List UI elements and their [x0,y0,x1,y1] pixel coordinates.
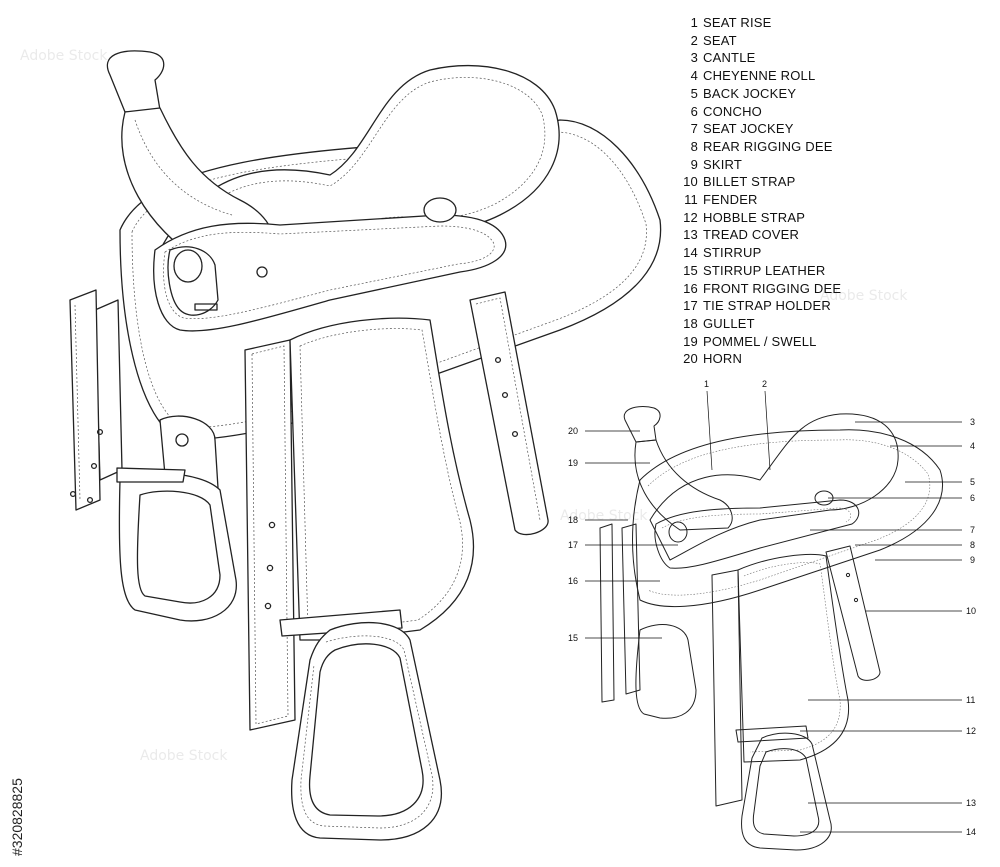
legend-item: 19 POMMEL / SWELL [682,333,841,351]
legend-item: 4 CHEYENNE ROLL [682,67,841,85]
legend-number: 9 [690,156,698,172]
legend-label: STIRRUP LEATHER [703,262,826,278]
callout-1: 1 [704,379,709,389]
legend-item: 11 FENDER [682,191,841,209]
legend-number: 18 [683,315,698,331]
legend-number: 4 [690,68,698,84]
legend-item: 12 HOBBLE STRAP [682,209,841,227]
legend-label: BILLET STRAP [703,174,796,190]
watermark-text: Adobe Stock [140,748,228,764]
legend-number: 3 [690,50,698,66]
parts-legend: 1 SEAT RISE 2 SEAT 3 CANTLE 4 CHEYENNE ROLL 5 BAC… [682,14,841,368]
legend-item: 9 SKIRT [682,156,841,174]
legend-label: SEAT JOCKEY [703,121,794,137]
legend-item: 18 GULLET [682,315,841,333]
legend-label: STIRRUP [703,245,762,261]
legend-item: 8 REAR RIGGING DEE [682,138,841,156]
legend-label: POMMEL / SWELL [703,333,817,349]
legend-number: 12 [683,209,698,225]
legend-number: 14 [683,245,698,261]
legend-number: 6 [690,103,698,119]
legend-number: 8 [690,138,698,154]
callout-10: 10 [966,606,976,616]
callout-numbers: 1 2 3 4 5 6 7 8 9 10 11 12 13 14 15 16 1… [568,379,976,837]
legend-label: HORN [703,351,743,367]
legend-item: 5 BACK JOCKEY [682,85,841,103]
legend-item: 16 FRONT RIGGING DEE [682,280,841,298]
legend-item: 17 TIE STRAP HOLDER [682,297,841,315]
legend-label: SKIRT [703,156,743,172]
legend-item: 13 TREAD COVER [682,226,841,244]
side-image-id: #320828825 [4,620,28,860]
legend-label: CONCHO [703,103,762,119]
legend-item: 10 BILLET STRAP [682,173,841,191]
legend-label: REAR RIGGING DEE [703,138,833,154]
legend-number: 10 [683,174,698,190]
callout-7: 7 [970,525,975,535]
legend-item: 7 SEAT JOCKEY [682,120,841,138]
legend-number: 15 [683,262,698,278]
callout-17: 17 [568,540,578,550]
legend-label: HOBBLE STRAP [703,209,806,225]
legend-item: 15 STIRRUP LEATHER [682,262,841,280]
legend-item: 20 HORN [682,350,841,368]
callout-8: 8 [970,540,975,550]
callout-19: 19 [568,458,578,468]
legend-number: 13 [683,227,698,243]
callout-13: 13 [966,798,976,808]
legend-number: 17 [683,298,698,314]
callout-9: 9 [970,555,975,565]
legend-number: 20 [683,351,698,367]
image-id-text: #320828825 [9,778,25,856]
small-saddle-drawing [599,406,943,851]
callout-18: 18 [568,515,578,525]
legend-number: 1 [690,15,698,30]
callout-leaders [585,390,962,833]
callout-16: 16 [568,576,578,586]
legend-item: 3 CANTLE [682,49,841,67]
callout-6: 6 [970,493,975,503]
legend-item: 14 STIRRUP [682,244,841,262]
legend-label: BACK JOCKEY [703,85,797,101]
legend-label: SEAT [703,32,737,48]
legend-label: FRONT RIGGING DEE [703,280,842,296]
legend-item: 1 SEAT RISE [682,14,841,32]
callout-3: 3 [970,417,975,427]
legend-label: TREAD COVER [703,227,800,243]
callout-2: 2 [762,379,767,389]
legend-number: 7 [690,121,698,137]
large-saddle-drawing [69,50,662,841]
callout-14: 14 [966,827,976,837]
callout-4: 4 [970,441,975,451]
callout-5: 5 [970,477,975,487]
legend-label: GULLET [703,315,755,331]
callout-11: 11 [966,695,975,705]
legend-label: CHEYENNE ROLL [703,68,816,84]
legend-label: FENDER [703,192,758,208]
legend-label: TIE STRAP HOLDER [703,298,831,314]
legend-label: SEAT RISE [703,15,772,30]
watermark-text: Adobe Stock [820,288,908,304]
watermark-text: Adobe Stock [20,48,108,64]
legend-number: 11 [684,192,698,208]
legend-item: 2 SEAT [682,32,841,50]
callout-15: 15 [568,633,578,643]
legend-number: 16 [683,280,698,296]
legend-number: 5 [690,85,698,101]
callout-12: 12 [966,726,976,736]
legend-item: 6 CONCHO [682,103,841,121]
callout-20: 20 [568,426,578,436]
legend-number: 2 [690,32,698,48]
legend-number: 19 [683,333,698,349]
legend-label: CANTLE [703,50,756,66]
